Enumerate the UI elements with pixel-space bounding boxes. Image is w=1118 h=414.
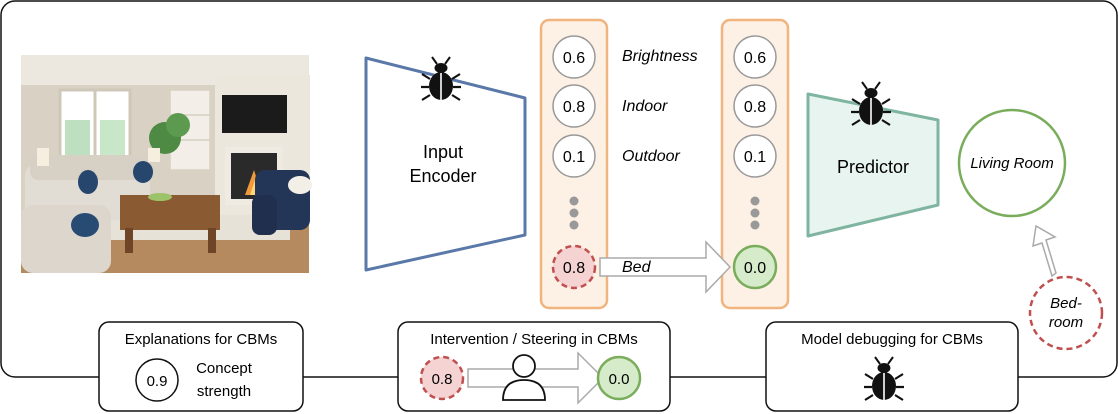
legend-concept-text2: strength: [197, 383, 251, 400]
prediction-bedroom-line1: Bed-: [1050, 295, 1082, 312]
concept-name: Brightness: [622, 48, 698, 65]
prediction-bedroom-line2: room: [1049, 314, 1083, 331]
living-room-photo: [21, 55, 312, 273]
legend-value-after: 0.0: [609, 371, 630, 388]
concept-value-in: 0.6: [563, 50, 585, 67]
prediction-living-room-label: Living Room: [970, 155, 1053, 172]
encoder-label-line2: Encoder: [409, 166, 476, 186]
prediction-change-arrow: [1032, 224, 1057, 278]
legend-intervention-title: Intervention / Steering in CBMs: [430, 331, 638, 348]
concept-value-out: 0.1: [744, 149, 766, 166]
bed-concept-name: Bed: [622, 259, 652, 276]
person-icon: [502, 354, 546, 401]
concept-name: Outdoor: [622, 148, 680, 165]
intervention-arrow: [599, 240, 732, 294]
concept-value-in: 0.8: [563, 99, 585, 116]
predictor-label: Predictor: [837, 157, 909, 177]
concept-row-outdoor: 0.1 Outdoor 0.1: [552, 134, 777, 178]
legend-debugging-title: Model debugging for CBMs: [801, 331, 983, 348]
prediction-living-room: [957, 108, 1067, 218]
legend-value-before: 0.8: [432, 371, 453, 388]
bed-value-out: 0.0: [744, 260, 766, 277]
prediction-bedroom: [1028, 275, 1104, 351]
concept-row-indoor: 0.8 Indoor 0.8: [552, 84, 777, 128]
concept-value-out: 0.6: [744, 50, 766, 67]
legend-explanations: Explanations for CBMs 0.9 Concept streng…: [98, 321, 304, 412]
concept-row-brightness: 0.6 Brightness 0.6: [552, 35, 777, 79]
input-encoder-shape: [364, 56, 527, 272]
concept-value-out: 0.8: [744, 99, 766, 116]
legend-concept-text1: Concept: [196, 360, 253, 377]
predictor-shape: [806, 92, 940, 238]
concept-name: Indoor: [622, 98, 668, 115]
legend-explanations-title: Explanations for CBMs: [125, 331, 278, 348]
concept-row-bed: 0.8 Bed 0.0: [551, 240, 778, 294]
legend-concept-value: 0.9: [147, 373, 168, 390]
legend-intervention: Intervention / Steering in CBMs 0.8 0.0: [397, 321, 671, 412]
legend-debugging: Model debugging for CBMs: [765, 321, 1019, 412]
encoder-label-line1: Input: [423, 142, 463, 162]
bed-value-in: 0.8: [563, 260, 585, 277]
concept-value-in: 0.1: [563, 149, 585, 166]
ellipsis-dots: [569, 196, 760, 230]
